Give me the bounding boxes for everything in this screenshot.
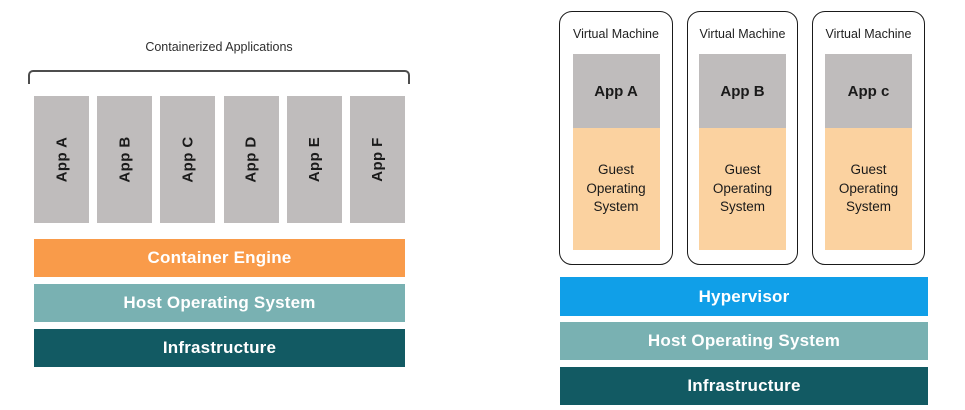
layer-host-os-right: Host Operating System xyxy=(560,322,928,360)
layer-host-os-left: Host Operating System xyxy=(34,284,405,322)
app-bar-label: App F xyxy=(368,137,386,182)
app-bar: App D xyxy=(223,96,279,223)
app-bar: App A xyxy=(34,96,89,223)
vm-app-label: App A xyxy=(572,54,660,128)
vm-stack: App B Guest Operating System xyxy=(699,54,786,250)
vm-title: Virtual Machine xyxy=(573,27,659,41)
vm-title: Virtual Machine xyxy=(825,27,912,41)
app-bar: App B xyxy=(97,96,153,223)
layer-container-engine: Container Engine xyxy=(34,239,405,277)
app-bar-label: App B xyxy=(116,136,134,183)
app-bar: App F xyxy=(349,96,405,223)
layer-hypervisor: Hypervisor xyxy=(560,277,928,316)
vm-stack: App c Guest Operating System xyxy=(825,54,912,250)
layer-infrastructure-left: Infrastructure xyxy=(34,329,405,367)
app-bar-label: App C xyxy=(179,136,197,183)
vm-stack: App A Guest Operating System xyxy=(572,54,660,250)
app-bar-label: App A xyxy=(52,136,70,183)
app-bar: App E xyxy=(286,96,342,223)
containers-bracket xyxy=(28,70,410,84)
app-bar-label: App E xyxy=(305,136,323,183)
vm-app-label: App c xyxy=(825,54,912,128)
virtual-machine-box: Virtual Machine App A Guest Operating Sy… xyxy=(559,11,673,265)
containers-title: Containerized Applications xyxy=(145,40,293,54)
app-bar: App C xyxy=(160,96,216,223)
virtual-machine-box: Virtual Machine App c Guest Operating Sy… xyxy=(812,11,925,265)
vm-app-label: App B xyxy=(699,54,786,128)
virtual-machine-box: Virtual Machine App B Guest Operating Sy… xyxy=(687,11,798,265)
container-app-bars: App A App B App C App D App E App F xyxy=(34,96,405,223)
app-bar-label: App D xyxy=(242,136,260,183)
vm-guest-os-label: Guest Operating System xyxy=(572,128,660,250)
vm-guest-os-label: Guest Operating System xyxy=(825,128,912,250)
vm-guest-os-label: Guest Operating System xyxy=(699,128,786,250)
layer-infrastructure-right: Infrastructure xyxy=(560,367,928,405)
vm-title: Virtual Machine xyxy=(699,27,786,41)
